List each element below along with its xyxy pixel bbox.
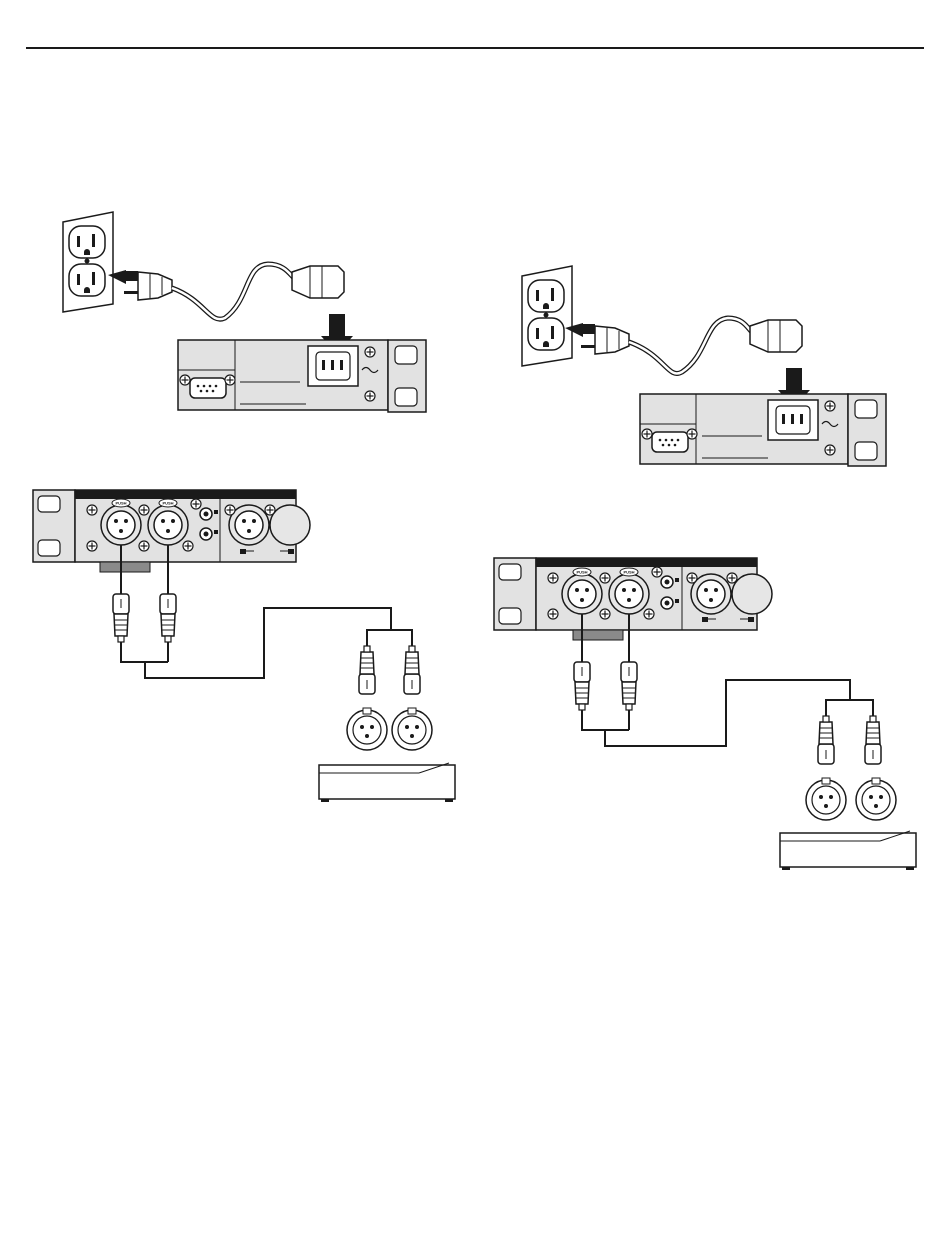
xlr-output-jack-icon — [101, 505, 141, 545]
right-audio-connection: PUSH PUSH — [494, 558, 916, 870]
left-power-connection — [63, 212, 426, 412]
push-label: PUSH — [162, 501, 173, 506]
xlr-output-jack-icon — [609, 574, 649, 614]
serial-port-icon — [190, 378, 226, 398]
xlr-plug-icon — [160, 594, 176, 642]
push-label: PUSH — [623, 570, 634, 575]
xlr-input-jack-icon — [856, 778, 896, 820]
xlr-output-jack-icon — [562, 574, 602, 614]
iec-connector-icon — [292, 266, 344, 298]
left-audio-connection: PUSH PUSH — [33, 490, 455, 802]
rear-panel — [640, 394, 886, 466]
destination-device — [319, 763, 455, 802]
iec-connector-icon — [750, 320, 802, 352]
wall-outlet-icon — [63, 212, 113, 312]
xlr-plug-icon — [621, 662, 637, 710]
rear-panel-xlr: PUSH PUSH — [33, 490, 310, 572]
serial-port-icon — [652, 432, 688, 452]
xlr-output-jack-icon — [148, 505, 188, 545]
push-label: PUSH — [115, 501, 126, 506]
right-power-connection — [522, 266, 886, 466]
xlr-input-jack-icon — [347, 708, 387, 750]
destination-device — [780, 831, 916, 870]
wall-outlet-icon — [522, 266, 572, 366]
xlr-input-jack-icon — [806, 778, 846, 820]
rear-panel — [178, 340, 426, 412]
xlr-plug-icon — [574, 662, 590, 710]
xlr-plug-icon — [113, 594, 129, 642]
rear-panel-xlr: PUSH PUSH — [494, 558, 772, 640]
push-label: PUSH — [576, 570, 587, 575]
xlr-input-jack-icon — [392, 708, 432, 750]
